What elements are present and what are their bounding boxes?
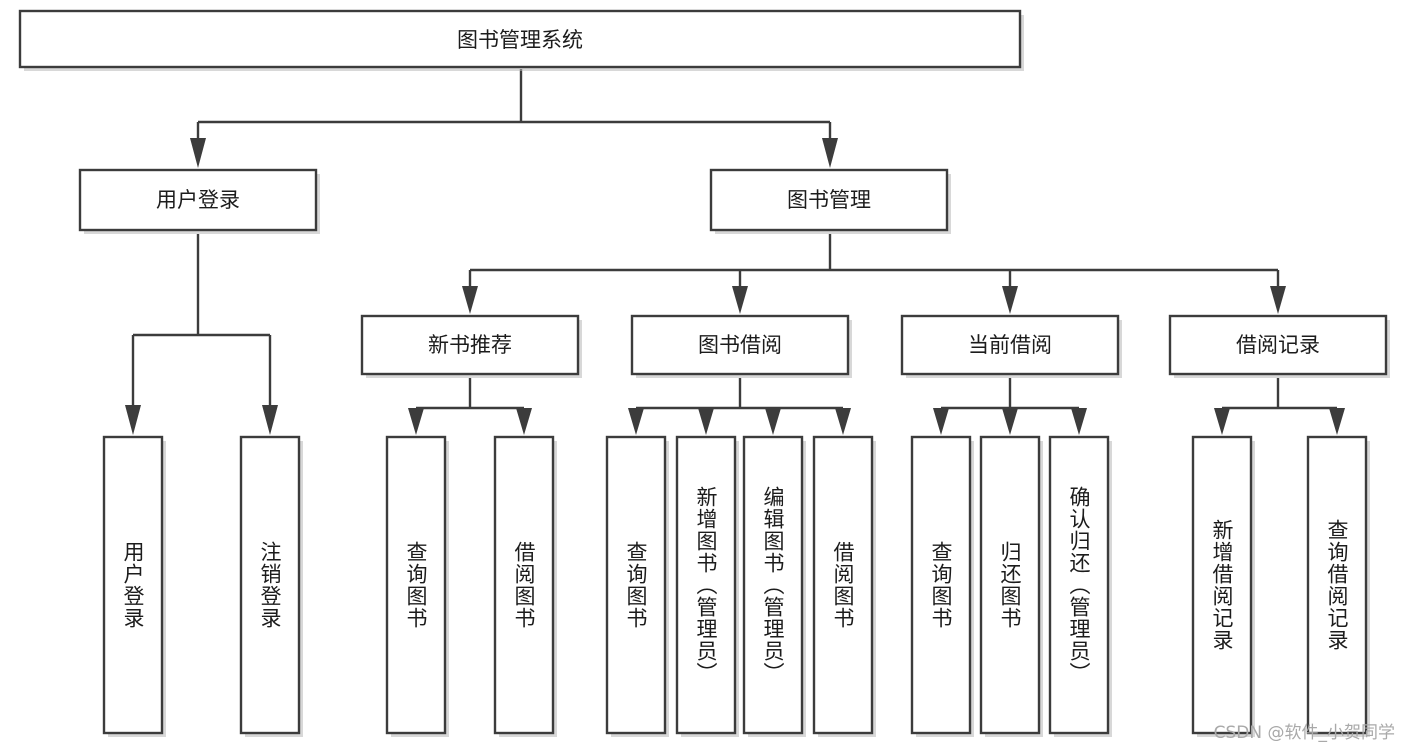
node-leaf-query-book-2-box [605,435,667,735]
connector-layer [125,69,1345,435]
node-book-manage[interactable]: 图书管理 [709,168,951,234]
node-book-manage-label: 图书管理 [787,188,871,212]
node-user-login[interactable]: 用户登录 [78,168,320,234]
node-current-borrow-box [900,314,1120,376]
arrow-record-leaf1 [1214,408,1230,435]
node-leaf-edit-book-label: 编辑图书（管理员） [761,486,785,684]
node-new-book-recommend[interactable]: 新书推荐 [360,314,582,378]
node-leaf-query-book-2-label: 查询图书 [624,541,648,629]
arrow-root-to-book-manage [822,138,838,168]
arrow-root-to-user-login [190,138,206,168]
node-leaf-query-record-box [1306,435,1368,735]
arrow-borrow-leaf1 [628,408,644,435]
node-leaf-return-book[interactable]: 归还图书 [979,435,1043,737]
node-borrow-record-label: 借阅记录 [1236,333,1320,357]
node-leaf-query-record[interactable]: 查询借阅记录 [1306,435,1370,737]
arrow-record-leaf2 [1329,408,1345,435]
node-leaf-user-logout-label: 注销登录 [258,541,282,629]
node-leaf-query-book-2[interactable]: 查询图书 [605,435,669,737]
node-current-borrow-label: 当前借阅 [968,333,1052,357]
node-leaf-add-book[interactable]: 新增图书（管理员） [675,435,739,737]
node-leaf-borrow-book-2[interactable]: 借阅图书 [812,435,876,737]
arrow-current-leaf2 [1002,408,1018,435]
arrow-current-leaf1 [933,408,949,435]
node-leaf-borrow-book-1[interactable]: 借阅图书 [493,435,557,737]
csdn-watermark: CSDN @软件_小贺同学 [1213,723,1395,743]
arrow-bm-to-new-book-recommend [462,286,478,314]
arrow-bm-to-current-borrow [1002,286,1018,314]
node-leaf-borrow-book-1-box [493,435,555,735]
arrow-current-leaf3 [1071,408,1087,435]
node-borrow-record-box [1168,314,1388,376]
node-leaf-query-record-label: 查询借阅记录 [1325,519,1349,651]
node-book-manage-box [709,168,949,232]
node-leaf-user-login-box [102,435,164,735]
node-user-login-box [78,168,318,232]
node-new-book-recommend-box [360,314,580,376]
node-new-book-recommend-label: 新书推荐 [428,333,512,357]
arrow-borrow-leaf3 [765,408,781,435]
node-leaf-query-book-3-label: 查询图书 [929,541,953,629]
arrow-user-login-leaf2 [262,405,278,435]
node-leaf-user-logout-box [239,435,301,735]
arrow-rec-leaf2 [516,408,532,435]
node-root[interactable]: 图书管理系统 [18,9,1024,71]
node-leaf-add-book-box [675,435,737,735]
node-leaf-query-book-1-box [385,435,447,735]
node-leaf-query-book-1-label: 查询图书 [404,541,428,629]
node-leaf-confirm-return-box [1048,435,1110,735]
arrow-bm-to-book-borrow [732,286,748,314]
node-leaf-add-record[interactable]: 新增借阅记录 [1191,435,1255,737]
node-user-login-label: 用户登录 [156,188,240,212]
node-leaf-add-book-label: 新增图书（管理员） [694,486,718,684]
node-leaf-borrow-book-1-label: 借阅图书 [512,541,536,629]
node-leaf-edit-book-box [742,435,804,735]
arrow-bm-to-borrow-record [1270,286,1286,314]
node-leaf-confirm-return[interactable]: 确认归还（管理员） [1048,435,1112,737]
node-leaf-return-book-box [979,435,1041,735]
arrow-borrow-leaf4 [835,408,851,435]
node-leaf-user-login-label: 用户登录 [121,541,145,629]
arrow-user-login-leaf1 [125,405,141,435]
node-leaf-query-book-3-box [910,435,972,735]
node-leaf-borrow-book-2-box [812,435,874,735]
node-leaf-borrow-book-2-label: 借阅图书 [831,541,855,629]
node-leaf-add-record-label: 新增借阅记录 [1210,519,1234,651]
arrow-borrow-leaf2 [698,408,714,435]
node-root-box [18,9,1022,69]
node-borrow-record[interactable]: 借阅记录 [1168,314,1390,378]
node-leaf-return-book-label: 归还图书 [998,541,1022,629]
node-leaf-user-logout[interactable]: 注销登录 [239,435,303,737]
node-book-borrow-label: 图书借阅 [698,333,782,357]
arrow-rec-leaf1 [408,408,424,435]
node-leaf-query-book-3[interactable]: 查询图书 [910,435,974,737]
node-leaf-confirm-return-label: 确认归还（管理员） [1067,486,1091,684]
node-current-borrow[interactable]: 当前借阅 [900,314,1122,378]
node-leaf-user-login[interactable]: 用户登录 [102,435,166,737]
node-book-borrow[interactable]: 图书借阅 [630,314,852,378]
node-root-label: 图书管理系统 [457,28,583,52]
node-leaf-query-book-1[interactable]: 查询图书 [385,435,449,737]
node-leaf-edit-book[interactable]: 编辑图书（管理员） [742,435,806,737]
node-leaf-add-record-box [1191,435,1253,735]
node-book-borrow-box [630,314,850,376]
